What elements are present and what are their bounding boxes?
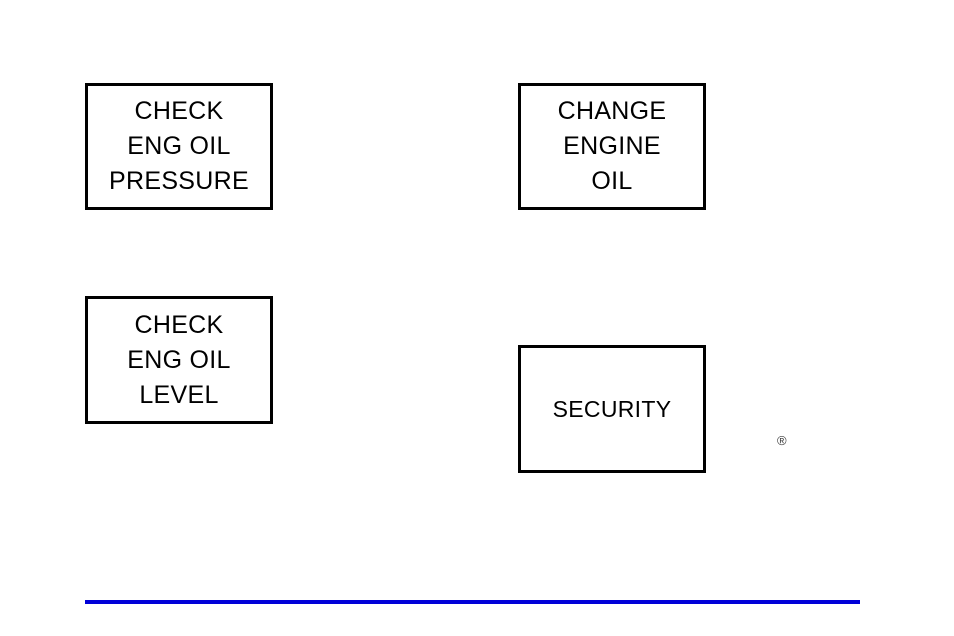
message-line: ENGINE xyxy=(563,132,661,160)
message-line: CHECK xyxy=(134,97,224,125)
message-line: OIL xyxy=(591,167,633,195)
message-line: ENG OIL xyxy=(127,132,231,160)
message-box-change-engine-oil: CHANGE ENGINE OIL xyxy=(518,83,706,210)
message-line: SECURITY xyxy=(552,395,672,422)
message-line: PRESSURE xyxy=(109,167,249,195)
footer-divider xyxy=(85,600,860,604)
message-box-security: SECURITY xyxy=(518,345,706,473)
message-line: LEVEL xyxy=(139,380,219,409)
message-line: CHANGE xyxy=(557,97,667,125)
message-line: CHECK xyxy=(134,310,224,339)
registered-trademark-icon: ® xyxy=(777,433,787,448)
message-line: ENG OIL xyxy=(127,345,231,374)
message-box-check-eng-oil-pressure: CHECK ENG OIL PRESSURE xyxy=(85,83,273,210)
message-box-check-eng-oil-level: CHECK ENG OIL LEVEL xyxy=(85,296,273,424)
